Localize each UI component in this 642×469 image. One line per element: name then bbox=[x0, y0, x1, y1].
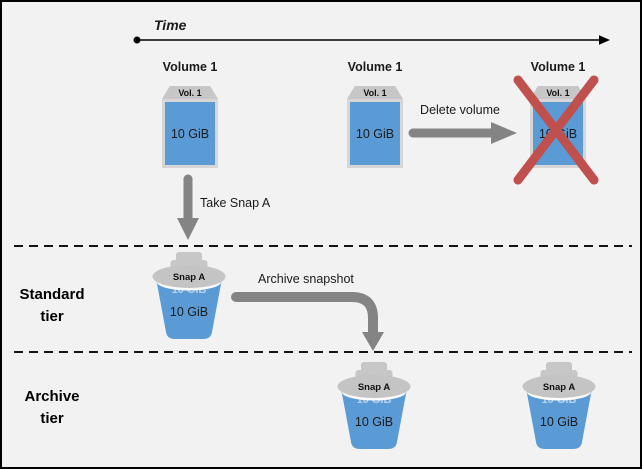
volume-2-title: Volume 1 bbox=[347, 60, 403, 74]
snapshot-icon-archive-2: 10 GiB Snap A 10 GiB bbox=[522, 361, 596, 458]
snapshot-archive-1-size: 10 GiB bbox=[355, 415, 393, 429]
snapshot-standard-size: 10 GiB bbox=[170, 305, 208, 319]
standard-tier-label-line2: tier bbox=[40, 308, 64, 325]
snapshot-icon-archive-1: 10 GiB Snap A 10 GiB bbox=[337, 361, 411, 458]
snapshot-standard-name: Snap A bbox=[173, 272, 206, 283]
archive-tier-label: Archive tier bbox=[10, 386, 94, 430]
volume-1-tab: Vol. 1 bbox=[162, 86, 218, 99]
standard-tier-label-line1: Standard bbox=[19, 286, 85, 303]
red-x-deleted-icon bbox=[513, 75, 599, 185]
volume-3-title: Volume 1 bbox=[530, 60, 586, 74]
standard-tier-label: Standard tier bbox=[10, 284, 94, 328]
volume-icon-2: Volume 1 Vol. 1 10 GiB bbox=[347, 60, 403, 170]
delete-volume-label: Delete volume bbox=[420, 103, 500, 117]
snapshot-bucket-icon: 10 GiB Snap A 10 GiB bbox=[337, 362, 411, 449]
volume-1-size: 10 GiB bbox=[162, 99, 218, 168]
standard-tier-separator bbox=[14, 245, 632, 247]
archive-tier-label-line1: Archive bbox=[24, 388, 80, 405]
volume-2-tab: Vol. 1 bbox=[347, 86, 403, 99]
take-snapshot-arrow-icon bbox=[177, 174, 199, 240]
archive-tier-label-line2: tier bbox=[40, 410, 64, 427]
delete-volume-arrow-icon bbox=[408, 122, 517, 144]
volume-1-title: Volume 1 bbox=[162, 60, 218, 74]
take-snapshot-label: Take Snap A bbox=[200, 196, 271, 210]
volume-icon-1: Volume 1 Vol. 1 10 GiB bbox=[162, 60, 218, 170]
time-axis-arrow-icon bbox=[133, 35, 610, 45]
snapshot-archive-1-name: Snap A bbox=[358, 382, 391, 393]
snapshot-archive-2-name: Snap A bbox=[543, 382, 576, 393]
snapshot-icon-standard: 10 GiB Snap A 10 GiB bbox=[152, 251, 226, 348]
time-axis-label: Time bbox=[154, 17, 187, 33]
snapshot-archive-2-size: 10 GiB bbox=[540, 415, 578, 429]
archive-snapshot-arrow-icon bbox=[231, 292, 384, 351]
volume-3-tab: Vol. 1 bbox=[530, 86, 586, 99]
archive-tier-separator bbox=[14, 351, 632, 353]
snapshot-bucket-icon: 10 GiB Snap A 10 GiB bbox=[522, 362, 596, 449]
archive-snapshot-label: Archive snapshot bbox=[258, 272, 354, 286]
volume-2-size: 10 GiB bbox=[347, 99, 403, 168]
snapshot-bucket-icon: 10 GiB Snap A 10 GiB bbox=[152, 252, 226, 339]
